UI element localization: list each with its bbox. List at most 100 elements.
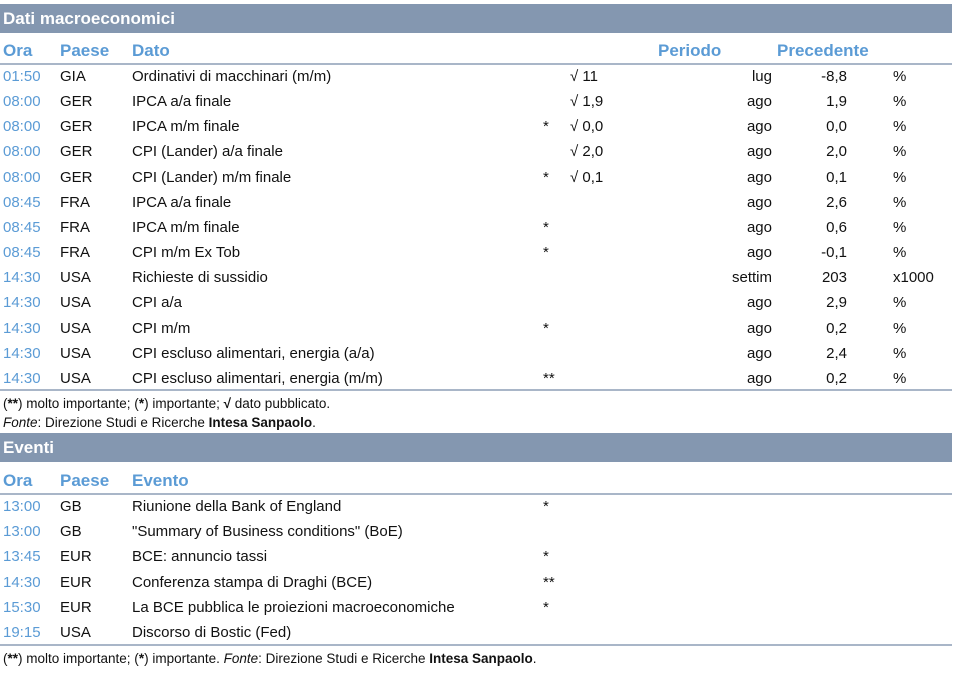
event: BCE: annuncio tassi bbox=[132, 548, 268, 566]
published-value: √ 0,1 bbox=[570, 168, 604, 186]
country: GB bbox=[60, 523, 82, 541]
country: EUR bbox=[60, 573, 92, 591]
indicator: Richieste di sussidio bbox=[132, 269, 268, 287]
macro-section-title: Dati macroeconomici bbox=[0, 4, 952, 33]
divider bbox=[0, 644, 952, 646]
country: GER bbox=[60, 143, 93, 161]
period: ago bbox=[746, 369, 772, 387]
header-precedente: Precedente bbox=[777, 41, 869, 60]
period: ago bbox=[746, 168, 772, 186]
indicator: Ordinativi di macchinari (m/m) bbox=[132, 68, 332, 85]
header-dato: Dato bbox=[132, 41, 170, 60]
country: USA bbox=[60, 319, 91, 337]
importance: * bbox=[543, 319, 549, 337]
period: ago bbox=[746, 93, 772, 111]
country: EUR bbox=[60, 598, 92, 616]
unit: % bbox=[893, 143, 907, 161]
previous-value: -8,8 bbox=[821, 68, 847, 85]
event: "Summary of Business conditions" (BoE) bbox=[132, 523, 403, 541]
time: 14:30 bbox=[3, 294, 41, 312]
unit: % bbox=[893, 344, 907, 362]
indicator: IPCA a/a finale bbox=[132, 93, 232, 111]
country: USA bbox=[60, 269, 91, 287]
published-value: √ 0,0 bbox=[570, 118, 604, 136]
table-row: 14:30 EUR Conferenza stampa di Draghi (BCE… bbox=[0, 570, 952, 595]
indicator: CPI m/m Ex Tob bbox=[132, 244, 241, 262]
time: 19:15 bbox=[3, 624, 41, 641]
unit: % bbox=[893, 244, 907, 262]
importance: * bbox=[543, 548, 549, 566]
period: settim bbox=[731, 269, 772, 287]
previous-value: 0,2 bbox=[826, 369, 847, 387]
importance: * bbox=[543, 244, 549, 262]
event: Discorso di Bostic (Fed) bbox=[132, 624, 292, 641]
time: 08:00 bbox=[3, 118, 41, 136]
unit: % bbox=[893, 168, 907, 186]
importance: * bbox=[543, 598, 549, 616]
indicator: CPI (Lander) m/m finale bbox=[132, 168, 292, 186]
unit: x1000 bbox=[893, 269, 934, 287]
period: ago bbox=[746, 344, 772, 362]
period: ago bbox=[746, 218, 772, 236]
indicator: CPI escluso alimentari, energia (a/a) bbox=[132, 344, 375, 362]
time: 13:45 bbox=[3, 548, 41, 566]
divider bbox=[0, 493, 952, 495]
unit: % bbox=[893, 294, 907, 312]
importance: * bbox=[543, 168, 549, 186]
published-value: √ 1,9 bbox=[570, 93, 604, 111]
unit: % bbox=[893, 319, 907, 337]
previous-value: 2,9 bbox=[826, 294, 847, 312]
previous-value: 1,9 bbox=[826, 93, 847, 111]
country: USA bbox=[60, 294, 91, 312]
country: USA bbox=[60, 624, 91, 641]
macro-source-note: Fonte: Direzione Studi e Ricerche Intesa… bbox=[3, 415, 316, 430]
time: 08:00 bbox=[3, 168, 41, 186]
unit: % bbox=[893, 218, 907, 236]
header-ora: Ora bbox=[3, 471, 33, 490]
event: Conferenza stampa di Draghi (BCE) bbox=[132, 573, 373, 591]
divider bbox=[0, 389, 952, 391]
header-ora: Ora bbox=[3, 41, 33, 60]
time: 08:45 bbox=[3, 193, 41, 211]
country: FRA bbox=[60, 244, 90, 262]
indicator: IPCA m/m finale bbox=[132, 218, 240, 236]
time: 14:30 bbox=[3, 269, 41, 287]
time: 08:45 bbox=[3, 218, 41, 236]
eventi-header-row: Ora Paese Evento bbox=[0, 468, 952, 493]
time: 14:30 bbox=[3, 573, 41, 591]
country: GB bbox=[60, 498, 82, 515]
time: 14:30 bbox=[3, 344, 41, 362]
country: FRA bbox=[60, 193, 90, 211]
importance: * bbox=[543, 498, 549, 515]
indicator: CPI escluso alimentari, energia (m/m) bbox=[132, 369, 383, 387]
previous-value: 0,6 bbox=[826, 218, 847, 236]
unit: % bbox=[893, 369, 907, 387]
header-paese: Paese bbox=[60, 41, 110, 60]
table-row: 19:15 USA Discorso di Bostic (Fed) bbox=[0, 620, 952, 645]
country: FRA bbox=[60, 218, 90, 236]
period: lug bbox=[751, 68, 772, 85]
time: 08:00 bbox=[3, 93, 41, 111]
previous-value: 0,1 bbox=[826, 168, 847, 186]
period: ago bbox=[746, 244, 772, 262]
importance: * bbox=[543, 118, 549, 136]
unit: % bbox=[893, 68, 907, 85]
importance: ** bbox=[543, 369, 555, 387]
header-periodo: Periodo bbox=[658, 41, 722, 60]
event: La BCE pubblica le proiezioni macroecono… bbox=[132, 598, 455, 616]
importance: ** bbox=[543, 573, 555, 591]
country: GER bbox=[60, 168, 93, 186]
time: 13:00 bbox=[3, 498, 41, 515]
